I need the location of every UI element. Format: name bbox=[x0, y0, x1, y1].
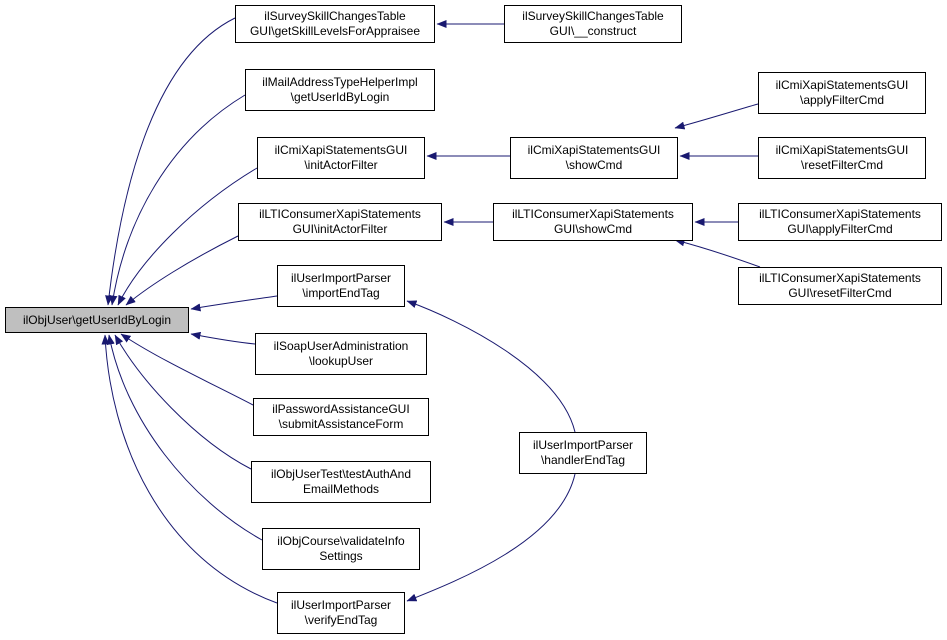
node-label-line: ilUserImportParser bbox=[532, 438, 634, 452]
edge-survey_get-to-root bbox=[105, 17, 236, 306]
node-label-line: ilLTIConsumerXapiStatements bbox=[759, 207, 921, 221]
node-label-line: ilCmiXapiStatementsGUI bbox=[775, 78, 909, 92]
node-label-line: Settings bbox=[319, 549, 363, 563]
node-label-line: \initActorFilter bbox=[304, 158, 378, 172]
node-label-line: ilPasswordAssistanceGUI bbox=[272, 402, 410, 416]
edge-verify_end-to-root bbox=[101, 334, 278, 604]
node-label-line: GUI\resetFilterCmd bbox=[788, 286, 892, 300]
edge-test_auth-to-root bbox=[114, 334, 252, 470]
edge-pwd_submit-to-root bbox=[120, 333, 254, 406]
node-label-line: \getUserIdByLogin bbox=[290, 90, 390, 104]
node-label-line: ilLTIConsumerXapiStatements bbox=[259, 207, 421, 221]
node-label-line: ilLTIConsumerXapiStatements bbox=[512, 207, 674, 221]
node-label-line: ilMailAddressTypeHelperImpl bbox=[262, 75, 418, 89]
node-label-line: \lookupUser bbox=[308, 354, 374, 368]
node-root[interactable]: ilObjUser\getUserIdByLogin bbox=[5, 307, 189, 333]
node-label-line: ilSurveySkillChangesTable bbox=[522, 9, 664, 23]
node-label-line: ilObjCourse\validateInfo bbox=[277, 534, 405, 548]
node-cmi-init[interactable]: ilCmiXapiStatementsGUI\initActorFilter bbox=[257, 137, 425, 179]
node-cmi-apply[interactable]: ilCmiXapiStatementsGUI\applyFilterCmd bbox=[758, 72, 926, 114]
node-label-line: ilCmiXapiStatementsGUI bbox=[775, 143, 909, 157]
node-cmi-show[interactable]: ilCmiXapiStatementsGUI\showCmd bbox=[510, 137, 678, 179]
node-label-line: ilUserImportParser bbox=[290, 598, 392, 612]
node-mail-get[interactable]: ilMailAddressTypeHelperImpl\getUserIdByL… bbox=[245, 69, 435, 111]
node-label-line: GUI\__construct bbox=[549, 24, 637, 38]
edge-handler_end-to-import_end bbox=[406, 300, 576, 433]
node-label-line: \submitAssistanceForm bbox=[278, 417, 404, 431]
node-label-line: GUI\showCmd bbox=[553, 222, 633, 236]
node-handler-end[interactable]: ilUserImportParser\handlerEndTag bbox=[519, 432, 647, 474]
node-label-line: ilObjUser\getUserIdByLogin bbox=[22, 312, 172, 327]
edge-lti_init-to-root bbox=[125, 235, 239, 306]
node-label-line: \showCmd bbox=[565, 158, 623, 172]
node-label-line: GUI\applyFilterCmd bbox=[787, 222, 893, 236]
node-label-line: GUI\initActorFilter bbox=[292, 222, 388, 236]
node-label-line: ilObjUserTest\testAuthAnd bbox=[270, 467, 412, 481]
node-label-line: ilCmiXapiStatementsGUI bbox=[274, 143, 408, 157]
edge-import_end-to-root bbox=[190, 295, 278, 312]
node-label-line: EmailMethods bbox=[302, 482, 380, 496]
node-soap-lookup[interactable]: ilSoapUserAdministration\lookupUser bbox=[255, 333, 427, 375]
node-label-line: \applyFilterCmd bbox=[799, 93, 885, 107]
edge-cmi_apply-to-cmi_show bbox=[674, 103, 759, 130]
node-label-line: ilSurveySkillChangesTable bbox=[264, 9, 406, 23]
node-label-line: \resetFilterCmd bbox=[800, 158, 883, 172]
node-pwd-submit[interactable]: ilPasswordAssistanceGUI\submitAssistance… bbox=[253, 398, 429, 436]
node-label-line: ilLTIConsumerXapiStatements bbox=[759, 271, 921, 285]
edge-cmi_init-to-root bbox=[117, 167, 258, 306]
edge-handler_end-to-verify_end bbox=[406, 473, 576, 602]
node-label-line: \handlerEndTag bbox=[540, 453, 626, 467]
edge-course_validate-to-root bbox=[106, 334, 263, 541]
node-label-line: \verifyEndTag bbox=[304, 613, 378, 627]
node-cmi-reset[interactable]: ilCmiXapiStatementsGUI\resetFilterCmd bbox=[758, 137, 926, 179]
edge-soap_lookup-to-root bbox=[190, 331, 256, 345]
node-label-line: GUI\getSkillLevelsForAppraisee bbox=[249, 24, 421, 38]
node-label-line: ilCmiXapiStatementsGUI bbox=[527, 143, 661, 157]
node-import-end[interactable]: ilUserImportParser\importEndTag bbox=[277, 265, 405, 307]
node-verify-end[interactable]: ilUserImportParser\verifyEndTag bbox=[277, 592, 405, 634]
node-label-line: ilSoapUserAdministration bbox=[273, 339, 409, 353]
node-label-line: \importEndTag bbox=[302, 286, 380, 300]
edge-lti_reset-to-lti_show bbox=[674, 238, 761, 268]
edge-mail_get-to-root bbox=[109, 94, 246, 306]
node-label-line: ilUserImportParser bbox=[290, 271, 392, 285]
